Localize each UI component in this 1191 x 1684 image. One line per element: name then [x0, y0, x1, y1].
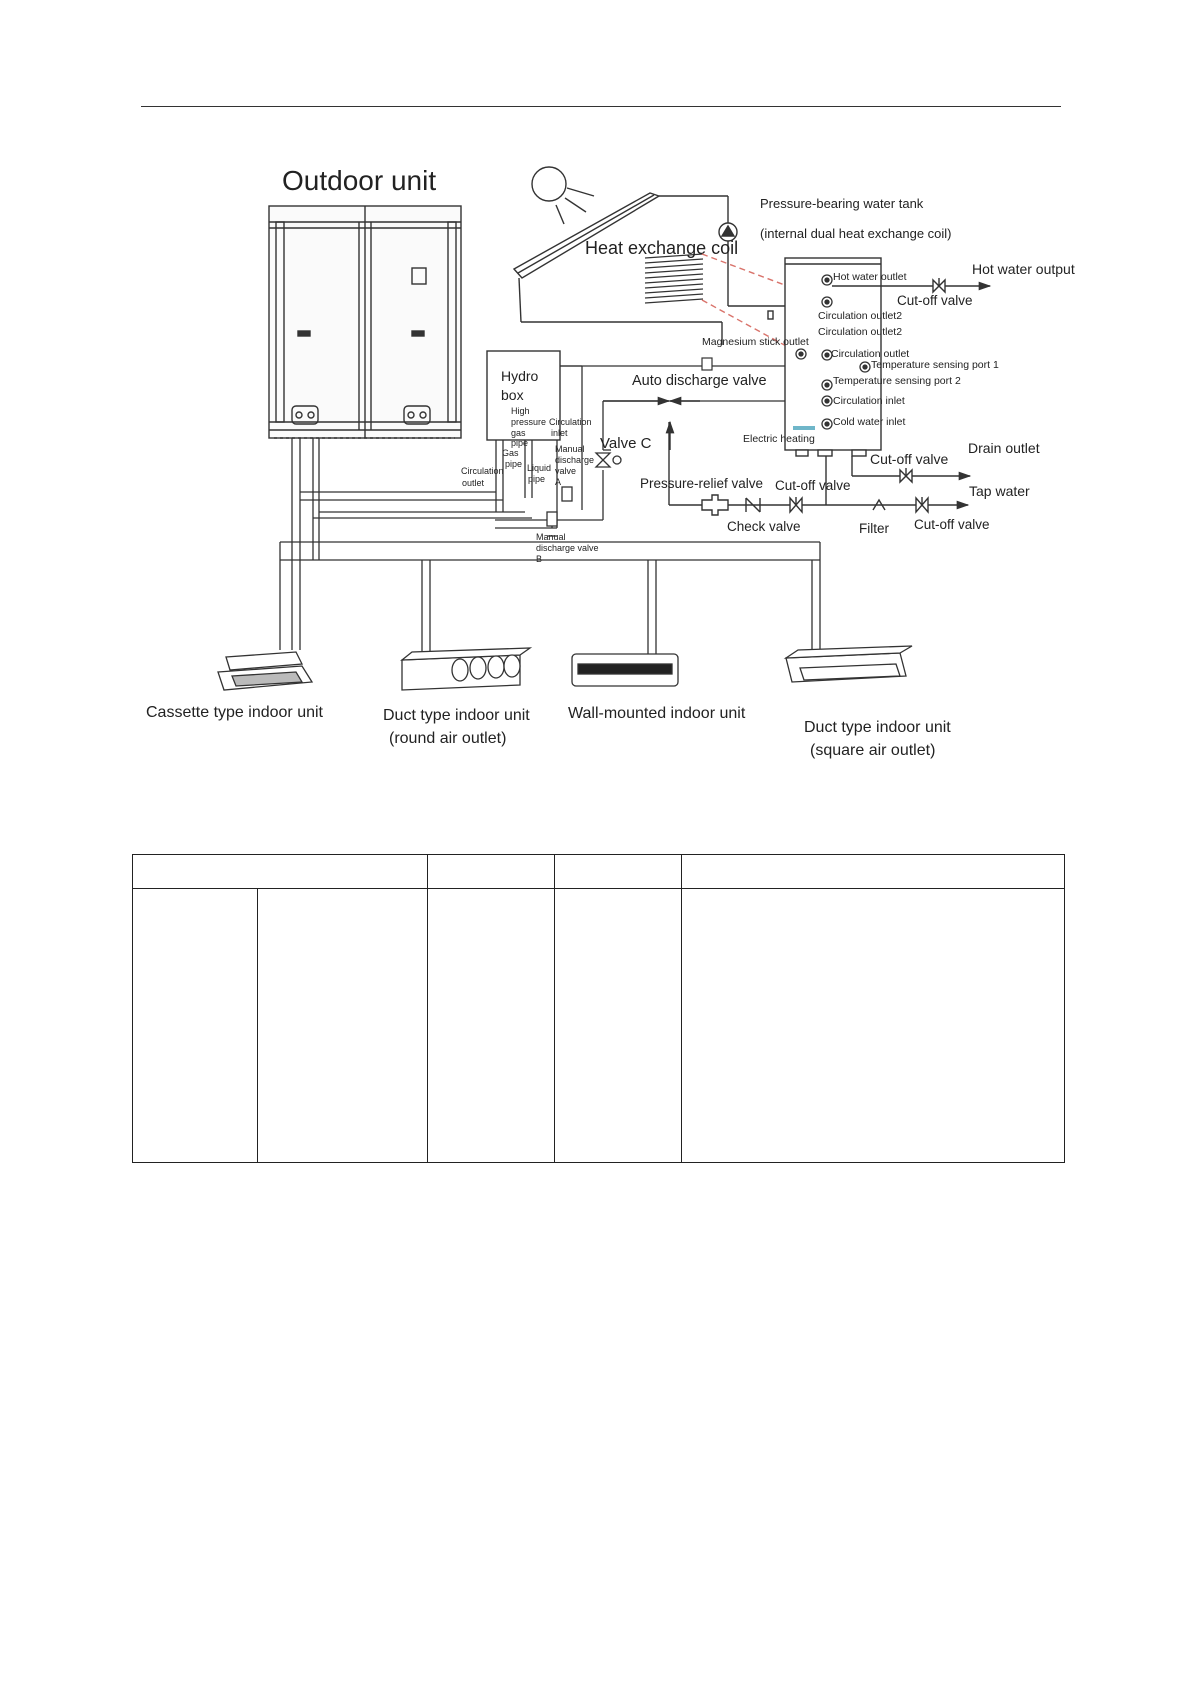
high-pressure-gas-pipe-label: High pressure gas pipe [511, 406, 549, 448]
port-cold-water-inlet: Cold water inlet [833, 416, 905, 428]
pressure-relief-valve-label: Pressure-relief valve [640, 476, 763, 491]
check-valve-label: Check valve [727, 519, 801, 534]
table-cell [681, 888, 1065, 1163]
port-temperature-sensing-2: Temperature sensing port 2 [833, 375, 961, 387]
circulation-inlet-label: Circulation inlet [549, 417, 594, 438]
auto-discharge-valve-icon [701, 357, 713, 371]
table-row [132, 888, 1065, 1163]
cutoff-valve-label-hot: Cut-off valve [897, 293, 973, 308]
system-diagram: Outdoor unit Heat exchange coil [146, 165, 1075, 759]
drain-outlet-label: Drain outlet [968, 440, 1040, 456]
heat-exchange-coil-label: Heat exchange coil [585, 238, 738, 258]
heat-exchange-coil [644, 253, 704, 304]
port-magnesium-stick-outlet: Magnesium stick outlet [702, 336, 809, 348]
table-cell [257, 888, 428, 1163]
gas-pipe-label: Gas pipe [502, 448, 522, 469]
port-hot-water-outlet: Hot water outlet [833, 271, 907, 283]
table-header-cell [427, 854, 555, 889]
table-header-row [132, 854, 1065, 889]
tap-water-line [668, 422, 970, 516]
cassette-unit-label: Cassette type indoor unit [146, 704, 324, 721]
outdoor-unit-title: Outdoor unit [282, 165, 436, 196]
pump-icon [718, 222, 738, 242]
table-cell [554, 888, 682, 1163]
hot-water-output-line [832, 278, 992, 294]
cassette-indoor-unit [217, 651, 314, 691]
valve-c-label: Valve C [600, 435, 652, 452]
cutoff-valve-label-tap: Cut-off valve [914, 517, 990, 532]
port-temperature-sensing-1: Temperature sensing port 1 [871, 359, 999, 371]
port-circulation-outlet2-a: Circulation outlet2 [818, 310, 902, 322]
table-header-cell [132, 854, 428, 889]
cutoff-valve-label-drain: Cut-off valve [870, 451, 949, 467]
duct-round-indoor-unit [400, 647, 533, 691]
tap-water-label: Tap water [969, 483, 1030, 499]
table-header-cell [554, 854, 682, 889]
duct-round-unit-label: Duct type indoor unit (round air outlet) [383, 707, 534, 747]
wall-mounted-unit-label: Wall-mounted indoor unit [568, 705, 746, 722]
drain-line [851, 456, 972, 484]
auto-discharge-valve-label: Auto discharge valve [632, 373, 767, 389]
cutoff-valve-label-relief: Cut-off valve [775, 478, 851, 493]
hydro-box-label: Hydro box [501, 368, 542, 403]
water-tank-subtitle: (internal dual heat exchange coil) [760, 226, 952, 241]
table-cell [427, 888, 555, 1163]
manual-discharge-valve-b-label: Manual discharge valve B [536, 532, 601, 564]
valve-c-icon [594, 452, 622, 468]
electric-heating-label: Electric heating [743, 433, 815, 445]
duct-square-indoor-unit [783, 645, 913, 683]
filter-label: Filter [859, 521, 890, 536]
table-header-cell [681, 854, 1065, 889]
circulation-outlet-label: Circulation outlet [461, 466, 506, 488]
port-circulation-inlet: Circulation inlet [833, 395, 905, 407]
liquid-pipe-label: Liquid pipe [527, 463, 554, 484]
tank-ports [795, 274, 871, 430]
port-circulation-outlet2-b: Circulation outlet2 [818, 326, 902, 338]
header-rule [141, 106, 1061, 107]
solar-collector [512, 192, 785, 345]
manual-discharge-valve-a-label: Manual discharge valve A [555, 444, 597, 487]
duct-square-unit-label: Duct type indoor unit (square air outlet… [804, 719, 955, 759]
hot-water-output-label: Hot water output [972, 261, 1075, 277]
wall-mounted-indoor-unit [571, 653, 679, 687]
spec-table [132, 854, 1065, 1163]
port-circulation-outlet: Circulation outlet [831, 348, 909, 360]
table-cell [132, 888, 258, 1163]
sun-icon [531, 166, 595, 225]
outdoor-unit [268, 205, 462, 439]
hydro-box [486, 350, 561, 441]
water-tank-title: Pressure-bearing water tank [760, 196, 924, 211]
refrigerant-piping [279, 438, 821, 660]
